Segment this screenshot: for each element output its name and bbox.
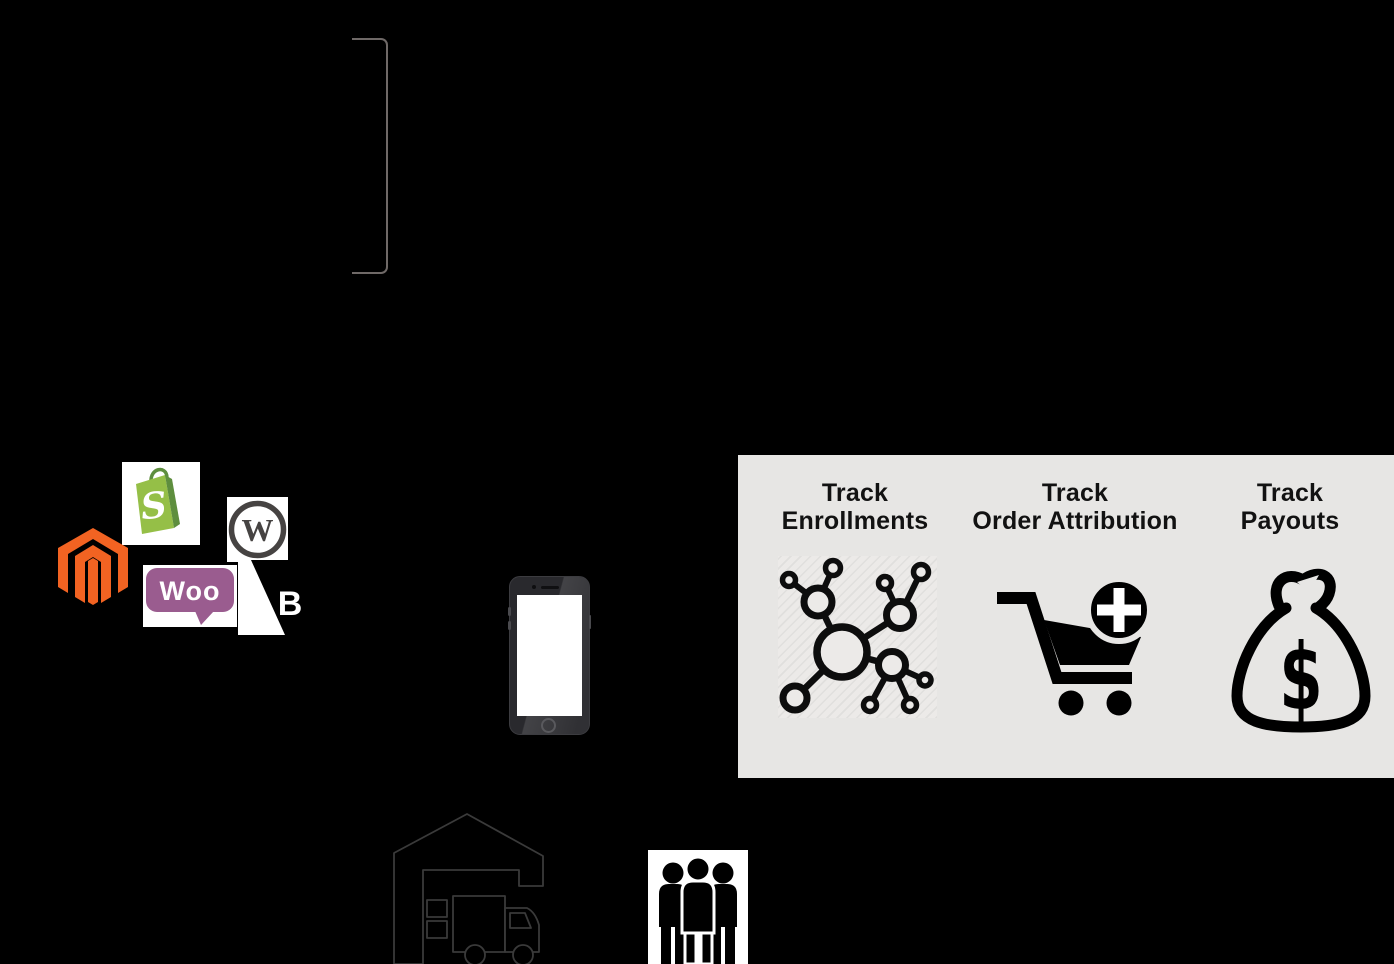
feature-title-line: Track xyxy=(1041,479,1109,507)
feature-title-enrollments: Track Enrollments xyxy=(745,479,965,535)
network-nodes-icon xyxy=(778,556,937,718)
bigcommerce-logo: B xyxy=(238,560,313,635)
shopify-logo: S xyxy=(122,462,200,545)
dollar-sign: $ xyxy=(1279,624,1323,732)
phone-speaker xyxy=(541,586,559,589)
bigcommerce-letter: B xyxy=(278,585,303,623)
magento-logo xyxy=(58,528,128,610)
woo-wordmark: Woo xyxy=(160,576,221,606)
network-nodes-svg xyxy=(779,557,934,715)
phone-volume-button xyxy=(508,607,511,616)
bigcommerce-mark-icon: B xyxy=(251,560,313,635)
phone-side-button xyxy=(588,615,591,629)
woocommerce-logo: Woo xyxy=(143,565,237,627)
shopify-bag-icon: S xyxy=(136,467,180,534)
wordpress-logo: W xyxy=(227,497,288,562)
woo-bubble-icon: Woo xyxy=(146,568,234,625)
feature-title-order-attribution: Track Order Attribution xyxy=(965,479,1185,535)
people-group-icon xyxy=(648,850,748,964)
shopify-letter: S xyxy=(139,484,169,528)
phone-camera xyxy=(532,585,536,589)
warehouse-svg xyxy=(393,813,544,964)
feature-title-payouts: Track Payouts xyxy=(1180,479,1394,535)
wordpress-letter: W xyxy=(242,512,274,548)
grouping-bracket xyxy=(352,38,388,274)
phone-volume-button xyxy=(508,621,511,630)
phone-screen xyxy=(517,595,582,716)
feature-title-line: Track xyxy=(1256,479,1324,507)
phone-home-button xyxy=(541,718,556,733)
cart-add-icon xyxy=(997,576,1153,716)
warehouse-truck-icon xyxy=(393,808,545,964)
feature-title-line: Track xyxy=(821,479,889,507)
smartphone xyxy=(508,576,591,735)
people-svg xyxy=(648,850,748,964)
feature-title-line: Order Attribution xyxy=(972,507,1178,535)
wordpress-circle-icon: W xyxy=(228,500,287,559)
feature-title-line: Enrollments xyxy=(781,507,929,535)
feature-title-line: Payouts xyxy=(1240,507,1340,535)
magento-mark-icon xyxy=(58,528,128,605)
money-bag-icon: $ xyxy=(1231,568,1371,733)
